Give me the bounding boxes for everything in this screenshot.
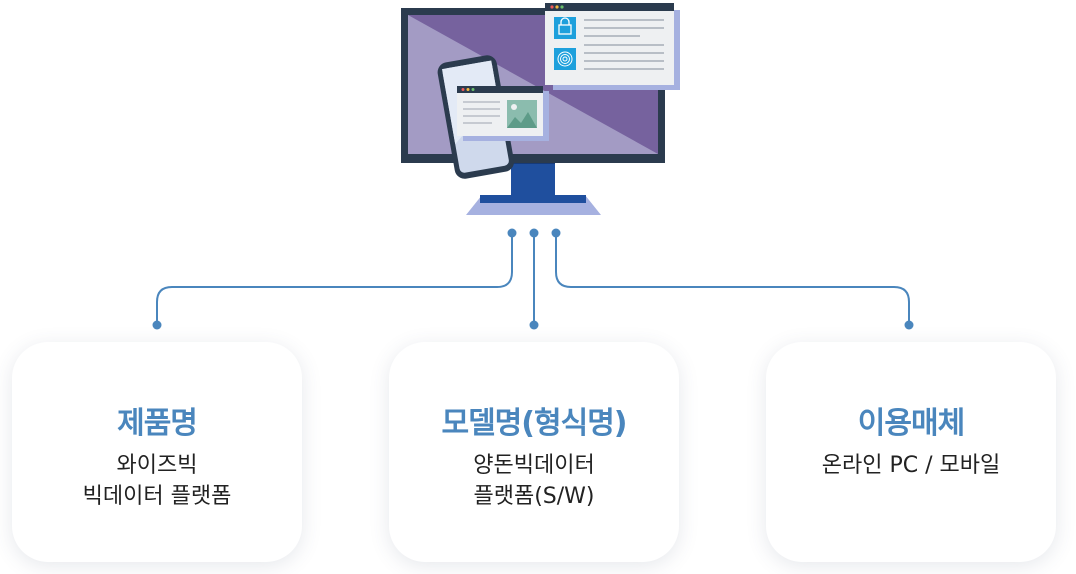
card-line: 빅데이터 플랫폼 <box>82 484 232 509</box>
lock-icon <box>554 17 576 39</box>
card-body: 온라인 PC / 모바일 <box>766 450 1056 481</box>
card-body: 와이즈빅 빅데이터 플랫폼 <box>12 450 302 512</box>
card-usage-medium: 이용매체 온라인 PC / 모바일 <box>766 342 1056 562</box>
browser-window-icon <box>545 3 680 90</box>
card-title: 모델명(형식명) <box>441 406 627 441</box>
card-line: 플랫폼(S/W) <box>473 484 595 509</box>
card-line: 온라인 PC / 모바일 <box>821 453 1001 478</box>
fingerprint-icon <box>554 48 576 70</box>
card-model-name: 모델명(형식명) 양돈빅데이터 플랫폼(S/W) <box>389 342 679 562</box>
card-title: 이용매체 <box>857 406 965 441</box>
image-icon <box>457 86 549 141</box>
connector-lines <box>156 233 910 324</box>
card-line: 와이즈빅 <box>116 453 198 478</box>
card-line: 양돈빅데이터 <box>473 453 595 478</box>
card-body: 양돈빅데이터 플랫폼(S/W) <box>389 450 679 512</box>
card-title: 제품명 <box>117 406 198 441</box>
connector-dots <box>152 228 914 330</box>
card-product-name: 제품명 와이즈빅 빅데이터 플랫폼 <box>12 342 302 562</box>
